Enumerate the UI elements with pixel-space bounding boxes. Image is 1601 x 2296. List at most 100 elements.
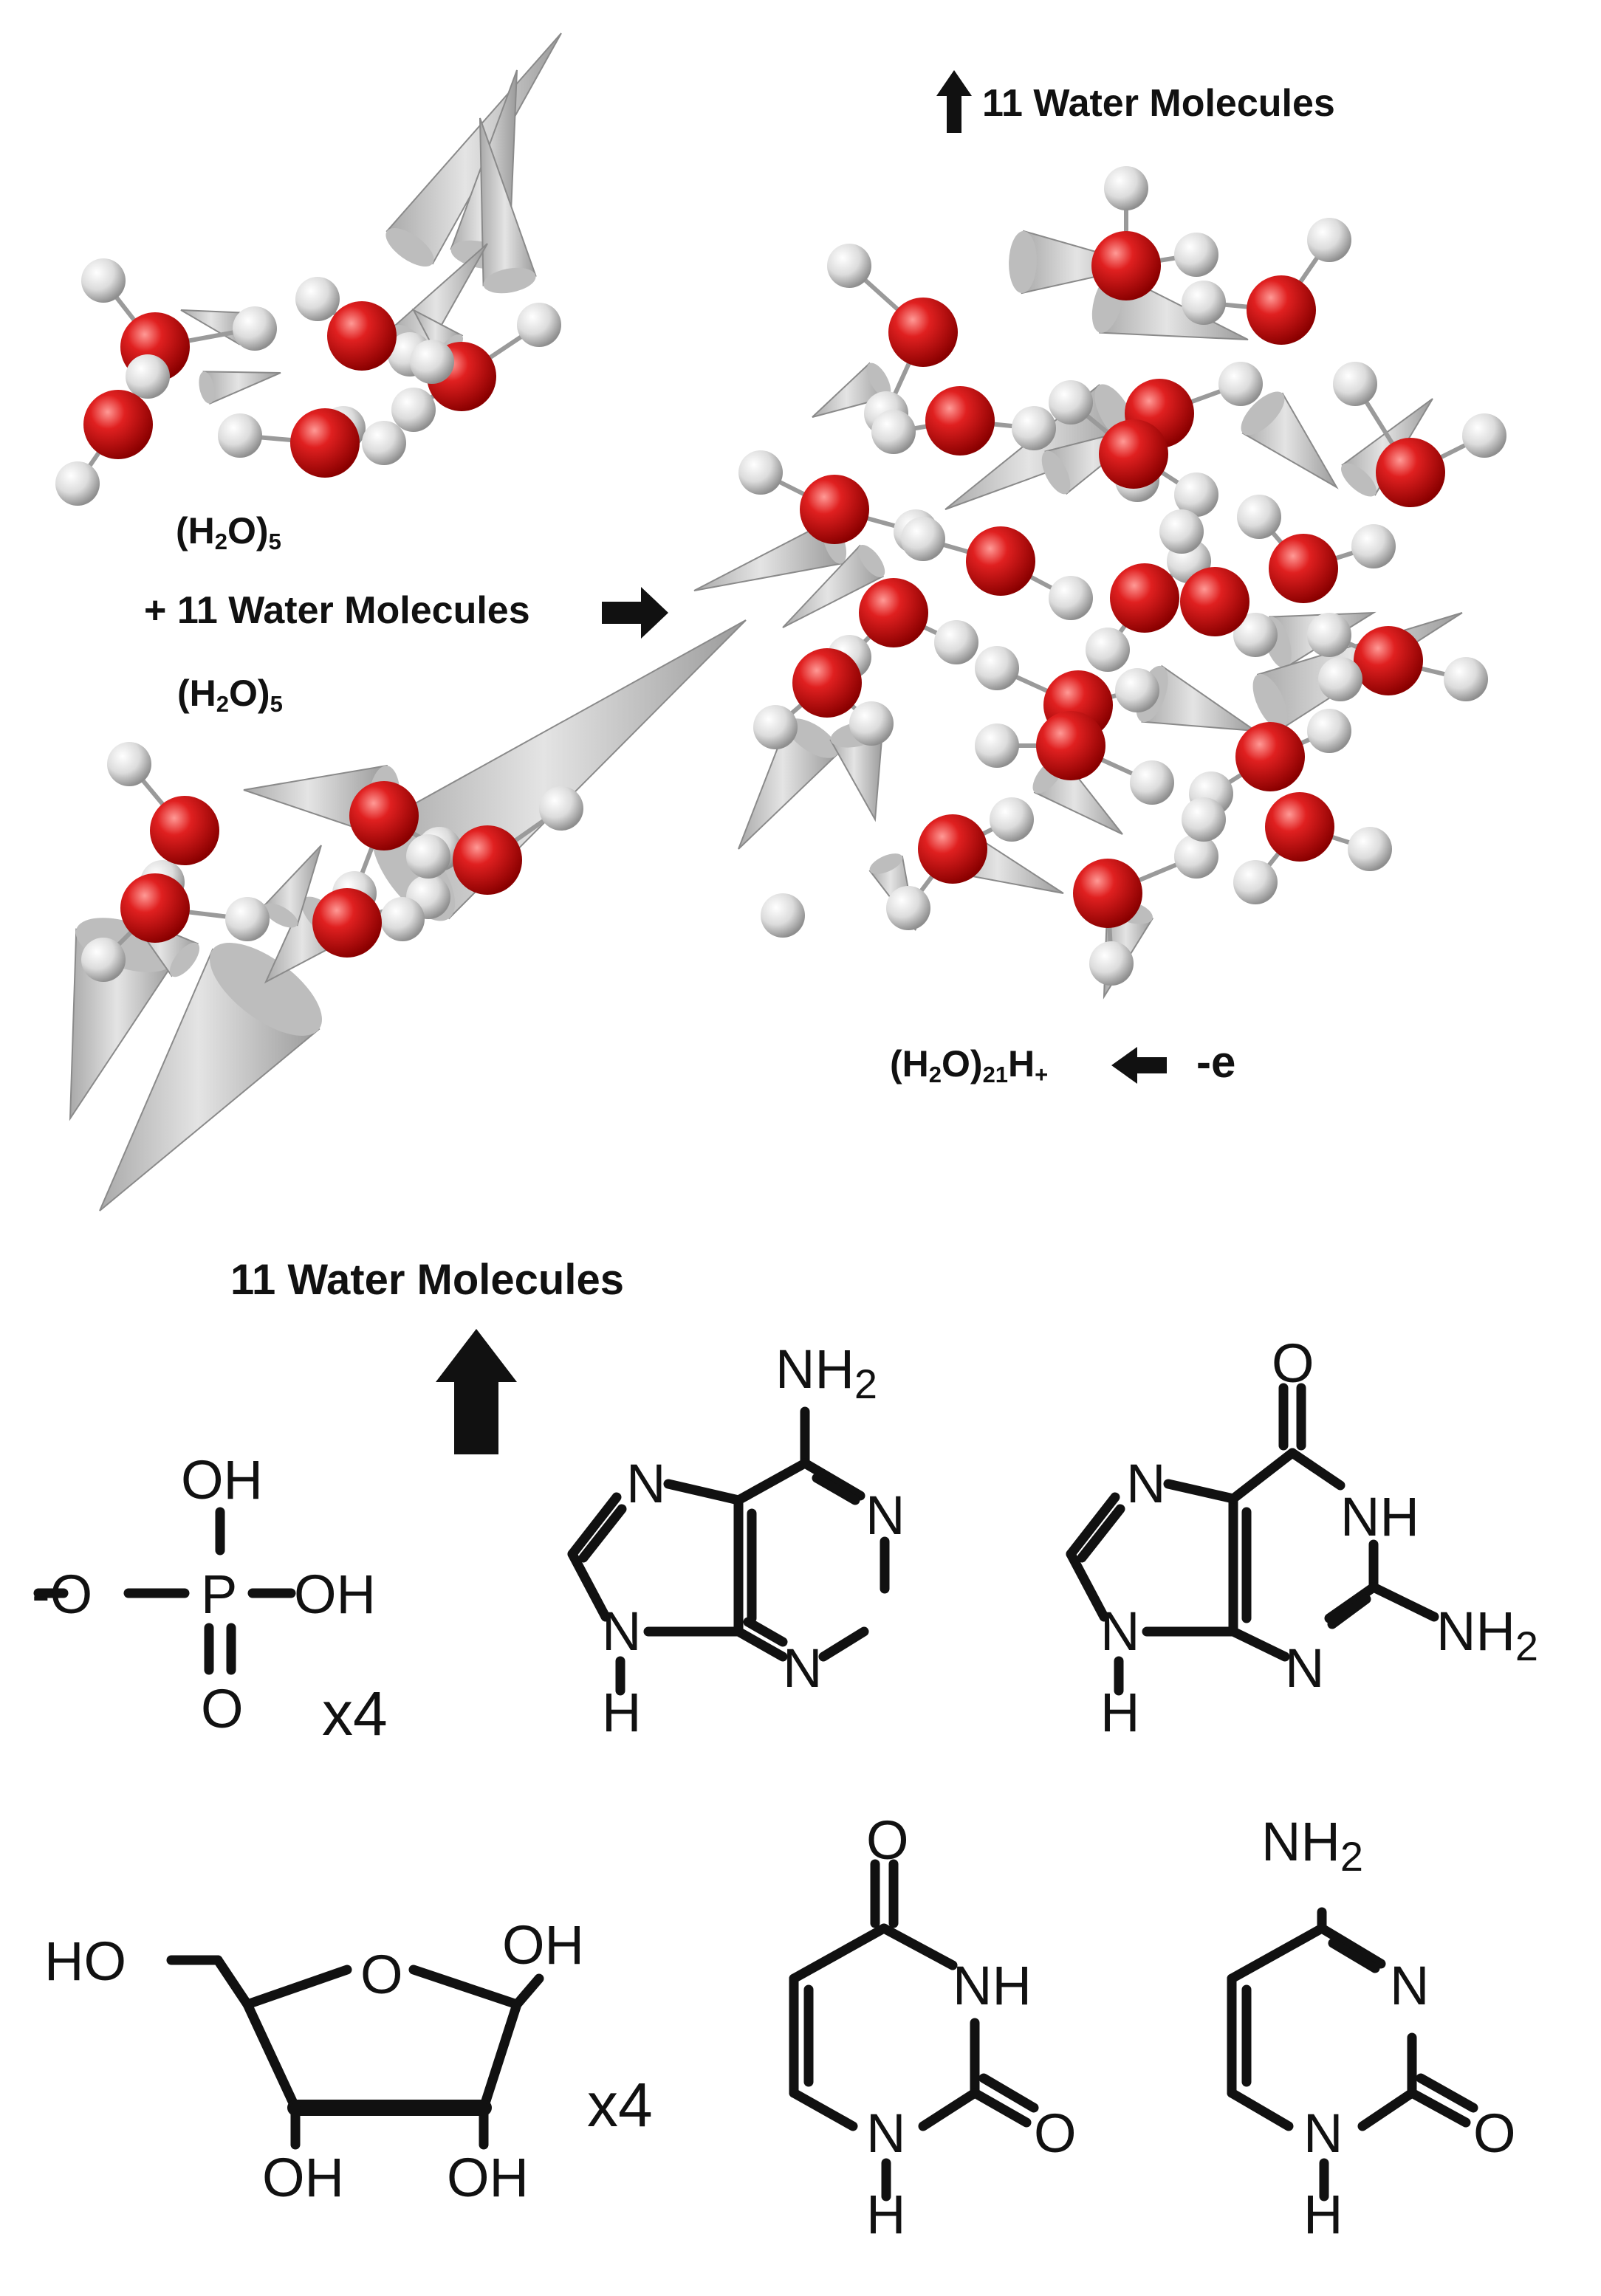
label-cluster-b: (H2O)5 bbox=[177, 673, 283, 717]
hydrogen-atom bbox=[295, 277, 340, 321]
hydrogen-atom bbox=[1333, 362, 1377, 406]
phosphate-structure bbox=[33, 1507, 296, 1675]
water-atoms bbox=[55, 166, 1506, 986]
cone-base bbox=[1241, 391, 1285, 436]
guanine-structure bbox=[1066, 1383, 1439, 1696]
ribose-labels: HO O OH OH OH x4 bbox=[44, 1914, 653, 2208]
oxygen-atom bbox=[1091, 231, 1161, 300]
cone-base bbox=[1252, 673, 1288, 729]
oxygen-atom bbox=[1376, 438, 1445, 507]
oxygen-atom bbox=[1099, 419, 1168, 489]
multiplier-label: x4 bbox=[587, 2070, 653, 2139]
hydrogen-atom bbox=[1182, 797, 1226, 842]
atom-label: OH bbox=[181, 1449, 263, 1510]
oxygen-atom bbox=[312, 888, 382, 958]
atom-label: O bbox=[201, 1678, 244, 1739]
atom-label: OH bbox=[502, 1914, 584, 1976]
hydrogen-atom bbox=[380, 897, 425, 941]
hydrogen-atom bbox=[934, 620, 978, 664]
hydrogen-atom bbox=[1049, 380, 1093, 425]
hydrogen-atom bbox=[126, 354, 170, 399]
oxygen-atom bbox=[150, 796, 219, 865]
hydrogen-atom bbox=[886, 886, 930, 930]
atom-label: NH2 bbox=[1261, 1811, 1363, 1880]
hydrogen-atom bbox=[1049, 576, 1093, 620]
hydrogen-atom bbox=[1318, 657, 1362, 701]
hydrogen-atom bbox=[1233, 860, 1278, 904]
cone-base bbox=[169, 942, 200, 977]
adenine-labels: NH2 N N N N H bbox=[602, 1338, 905, 1743]
hydrogen-atom bbox=[1012, 406, 1056, 450]
atom-label: N bbox=[1390, 1955, 1429, 2016]
atom-label: O bbox=[360, 1944, 403, 2005]
arrow-up-icon bbox=[936, 70, 972, 133]
hydrogen-atom bbox=[1159, 509, 1204, 554]
oxygen-atom bbox=[1265, 792, 1334, 862]
atom-label: NH2 bbox=[1436, 1601, 1538, 1669]
hydrogen-atom bbox=[1233, 613, 1278, 657]
hydrogen-atom bbox=[1115, 668, 1159, 712]
atom-label: N bbox=[1100, 1601, 1139, 1662]
atom-label: N bbox=[865, 1485, 905, 1546]
hydrogen-atom bbox=[362, 421, 406, 465]
oxygen-atom bbox=[1247, 275, 1316, 345]
adenine-structure bbox=[567, 1406, 890, 1696]
hydrogen-atom bbox=[1218, 362, 1263, 406]
oxygen-atom bbox=[800, 475, 869, 544]
oxygen-atom bbox=[859, 578, 928, 647]
hydrogen-atom bbox=[539, 786, 583, 831]
atom-label: N bbox=[866, 2103, 905, 2164]
arrow-up-icon bbox=[436, 1329, 517, 1454]
oxygen-atom bbox=[83, 390, 153, 459]
hydrogen-atom bbox=[990, 797, 1034, 842]
atom-label: H bbox=[1303, 2184, 1343, 2245]
phosphate-labels: -O P OH OH O x4 bbox=[32, 1449, 388, 1748]
hydrogen-atom bbox=[107, 742, 151, 786]
atom-label: -O bbox=[32, 1564, 92, 1625]
atom-label: N bbox=[602, 1601, 641, 1662]
hydrogen-atom bbox=[871, 410, 916, 454]
atom-label: H bbox=[602, 1682, 641, 1743]
atom-label: OH bbox=[294, 1564, 376, 1625]
hydrogen-atom bbox=[406, 834, 450, 879]
hydrogen-atom bbox=[1174, 834, 1218, 879]
cone-base bbox=[210, 943, 322, 1036]
arrow-right-icon bbox=[602, 587, 668, 639]
atom-label: O bbox=[866, 1809, 909, 1871]
atom-label: H bbox=[1100, 1682, 1139, 1743]
label-top-water: 11 Water Molecules bbox=[982, 82, 1335, 125]
hydrogen-atom bbox=[901, 517, 945, 561]
hydrogen-atom bbox=[753, 705, 798, 749]
hydrogen-atom bbox=[1174, 233, 1218, 277]
oxygen-atom bbox=[453, 825, 522, 895]
hydrogen-atom bbox=[1462, 413, 1506, 458]
cone-base bbox=[1341, 463, 1377, 497]
cone-base bbox=[199, 371, 215, 404]
hydrogen-atom bbox=[55, 461, 100, 506]
atom-label: H bbox=[866, 2184, 905, 2245]
uracil-structure bbox=[789, 1859, 1039, 2202]
atom-label: NH2 bbox=[775, 1338, 877, 1407]
hydrogen-atom bbox=[975, 646, 1019, 690]
atom-label: O bbox=[1473, 2103, 1516, 2164]
cone-base bbox=[786, 718, 838, 758]
hydrogen-atom bbox=[827, 244, 871, 288]
hydrogen-atom bbox=[1444, 657, 1488, 701]
atom-label: OH bbox=[262, 2147, 344, 2208]
hydrogen-atom bbox=[1130, 760, 1174, 805]
oxygen-atom bbox=[327, 301, 397, 371]
oxygen-atom bbox=[1354, 626, 1423, 695]
hydrogen-atom bbox=[849, 701, 894, 746]
cytosine-labels: NH2 N N O H bbox=[1261, 1811, 1516, 2245]
cytosine-structure bbox=[1227, 1907, 1478, 2202]
oxygen-atom bbox=[1110, 563, 1179, 633]
arrow-left-icon bbox=[1111, 1047, 1167, 1084]
oxygen-atom bbox=[1235, 722, 1305, 791]
atom-label: O bbox=[1272, 1333, 1314, 1394]
cone-base bbox=[483, 267, 536, 294]
hydrogen-atom bbox=[738, 450, 783, 495]
label-cluster-a: (H2O)5 bbox=[176, 510, 281, 554]
oxygen-atom bbox=[792, 648, 862, 718]
cone-base bbox=[866, 362, 891, 398]
